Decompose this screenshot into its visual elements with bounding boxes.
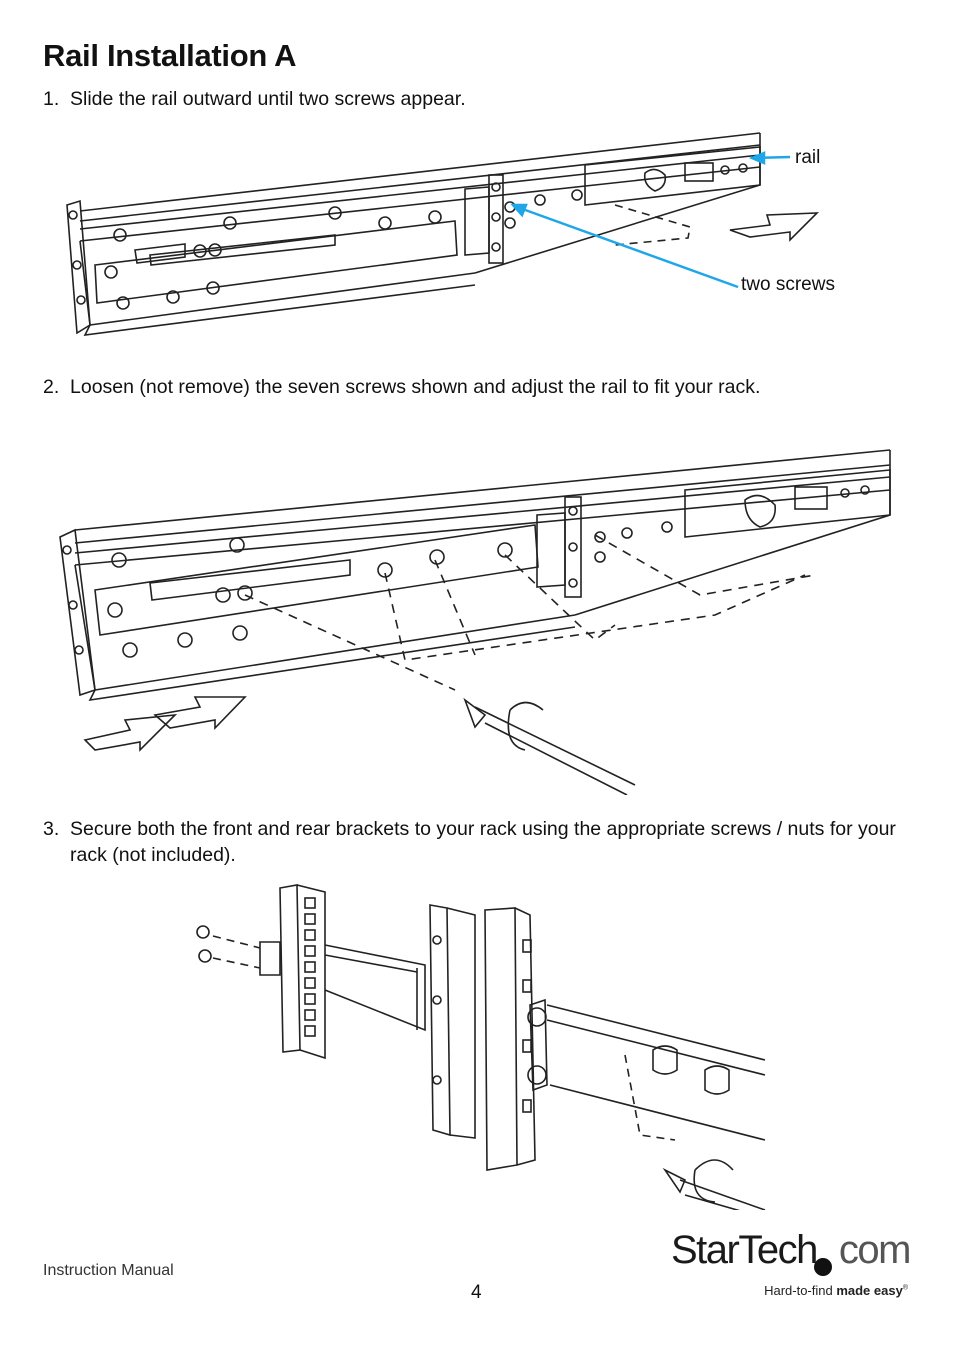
logo-dot-icon <box>814 1258 832 1276</box>
step-2: 2. Loosen (not remove) the seven screws s… <box>43 374 760 400</box>
rail-diagram-2 <box>59 449 891 795</box>
step-number: 3. <box>43 818 60 840</box>
step-1: 1. Slide the rail outward until two screw… <box>43 86 466 112</box>
logo-suffix: com <box>838 1228 912 1272</box>
page-title: Rail Installation A <box>43 38 297 73</box>
rail-diagram-1 <box>66 132 820 336</box>
step-number: 1. <box>43 88 60 110</box>
tagline-plain: Hard-to-find <box>764 1283 837 1298</box>
logo-wordmark: StarTech com <box>671 1228 912 1273</box>
step-text: Slide the rail outward until two screws … <box>70 88 466 110</box>
registered-mark: ® <box>902 1284 908 1292</box>
logo-brand: StarTech <box>671 1228 818 1272</box>
step-text: Secure both the front and rear brackets … <box>70 818 896 866</box>
callout-rail: rail <box>795 147 821 168</box>
tagline-bold: made easy <box>836 1283 903 1298</box>
step-number: 2. <box>43 376 60 398</box>
footer-manual-label: Instruction Manual <box>43 1262 174 1279</box>
logo-tagline: Hard-to-find made easy® <box>764 1283 908 1298</box>
startech-logo: StarTech com Hard-to-find made easy® <box>668 1228 918 1308</box>
rail-diagram-3 <box>196 884 766 1210</box>
step-3: 3. Secure both the front and rear bracket… <box>43 816 913 868</box>
callout-two-screws: two screws <box>741 274 835 295</box>
step-text: Loosen (not remove) the seven screws sho… <box>70 376 761 398</box>
page-number: 4 <box>471 1282 482 1303</box>
